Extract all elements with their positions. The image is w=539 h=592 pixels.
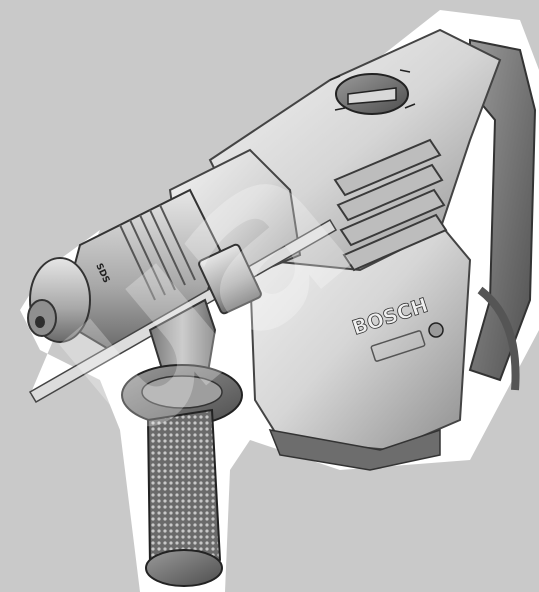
mode-selector-switch xyxy=(329,69,416,115)
housing-screw xyxy=(428,322,444,338)
auxiliary-handle xyxy=(121,298,243,587)
vent-grille xyxy=(333,138,448,272)
